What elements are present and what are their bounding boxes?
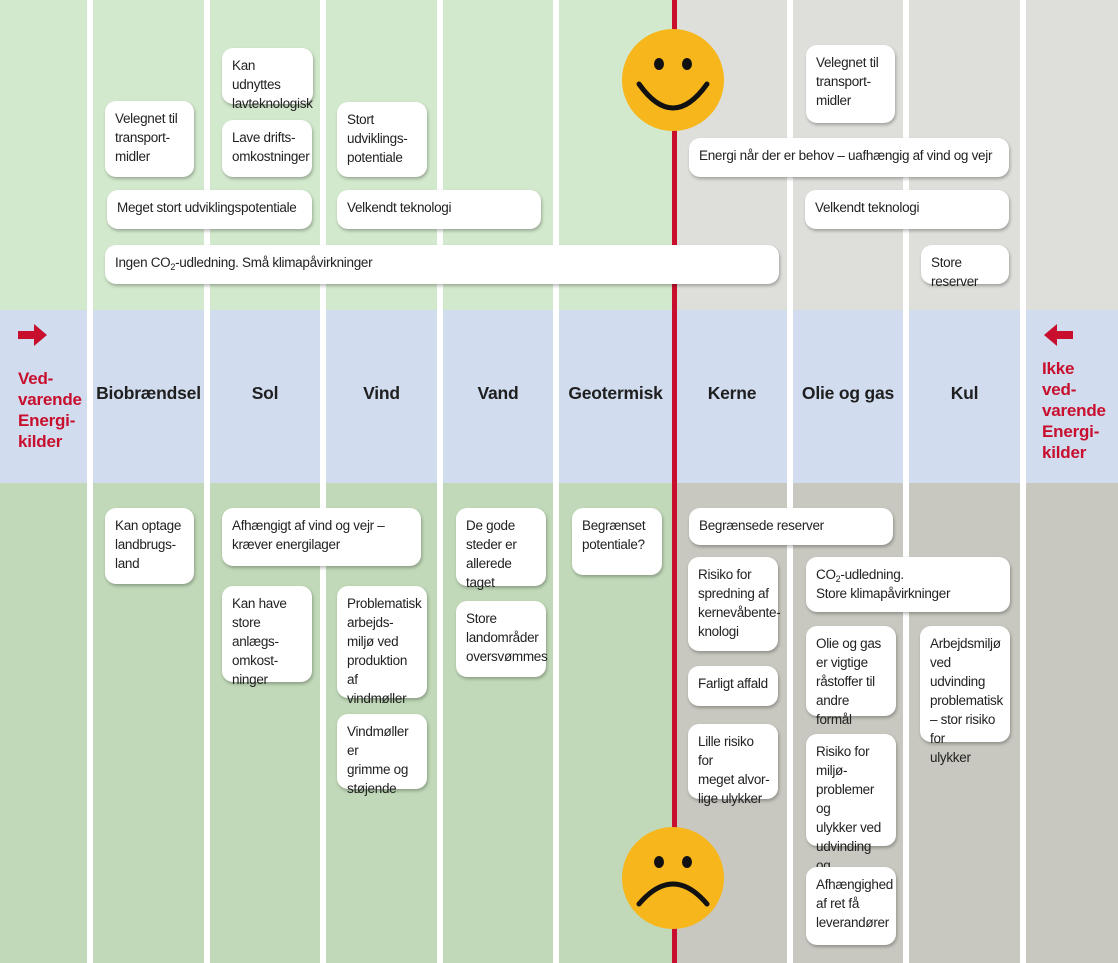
negative-card: Begrænsede reserver (689, 508, 893, 545)
positive-card: Velkendt teknologi (337, 190, 541, 229)
column-separator (903, 0, 909, 963)
negative-card: Kan optage landbrugs- land (105, 508, 194, 584)
middle-band (0, 310, 1118, 483)
renewable-sources-label: Ved- varende Energi- kilder (18, 369, 82, 451)
negative-card: Kan have store anlægs- omkost- ninger (222, 586, 312, 687)
positive-card: Velegnet til transport- midler (806, 45, 895, 123)
positive-card: Stort udviklings- potentiale (337, 102, 427, 177)
column-separator (87, 0, 93, 963)
column-separator (787, 0, 793, 963)
positive-card: Ingen CO2-udledning. Små klimapåvirkning… (105, 245, 779, 284)
category-kul: Kul (950, 383, 979, 403)
positive-card: Store reserver (921, 245, 1009, 289)
positive-card: Meget stort udviklingspotentiale (107, 190, 312, 229)
column-separator (204, 0, 210, 963)
category-vand: Vand (477, 383, 519, 403)
negative-card: Vindmøller er grimme og støjende (337, 714, 427, 796)
nonrenewable-sources-label: Ikke ved- varende Energi- kilder (1042, 359, 1106, 462)
negative-card: Problematisk arbejds- miljø ved produkti… (337, 586, 427, 706)
negative-card: Afhængighed af ret få leverandører (806, 867, 896, 945)
negative-card: Risiko for spredning af kernevåbente- kn… (688, 557, 781, 651)
column-separator (437, 0, 443, 963)
category-vind: Vind (363, 383, 400, 403)
arrow-left-icon (1044, 324, 1073, 346)
bottom-band-nonrenewable (675, 483, 1118, 963)
negative-card: Farligt affald (688, 666, 778, 706)
column-separator (1020, 0, 1026, 963)
category-geotermisk: Geotermisk (568, 383, 663, 403)
smiley-happy-icon (622, 29, 724, 131)
category-kerne: Kerne (707, 383, 757, 403)
renewable-divider-line (672, 0, 677, 963)
arrow-right-icon (18, 324, 47, 346)
category-sol: Sol (251, 383, 279, 403)
positive-card: Kan udnyttes lavteknologisk (222, 48, 313, 111)
negative-card: Lille risiko for meget alvor- lige ulykk… (688, 724, 778, 806)
smiley-sad-icon (622, 827, 724, 929)
negative-card: Arbejdsmiljø ved udvinding problematisk … (920, 626, 1010, 765)
negative-card: Olie og gas er vigtige råstoffer til and… (806, 626, 896, 727)
negative-card: Afhængigt af vind og vejr – kræver energ… (222, 508, 421, 566)
positive-card: Lave drifts- omkostninger (222, 120, 312, 177)
negative-card: Store landområder oversvømmes (456, 601, 548, 677)
category-biobraendsel: Biobrændsel (96, 383, 201, 403)
negative-card: Begrænset potentiale? (572, 508, 662, 575)
positive-card: Energi når der er behov – uafhængig af v… (689, 138, 1009, 177)
positive-card: Velegnet til transport- midler (105, 101, 194, 177)
positive-card: Velkendt teknologi (805, 190, 1009, 229)
negative-card: CO2-udledning. Store klimapåvirkninger (806, 557, 1010, 612)
negative-card: Risiko for miljø- problemer og ulykker v… (806, 734, 896, 892)
column-separator (553, 0, 559, 963)
negative-card: De gode steder er allerede taget (456, 508, 546, 590)
column-separator (320, 0, 326, 963)
category-olie-og-gas: Olie og gas (801, 383, 895, 403)
